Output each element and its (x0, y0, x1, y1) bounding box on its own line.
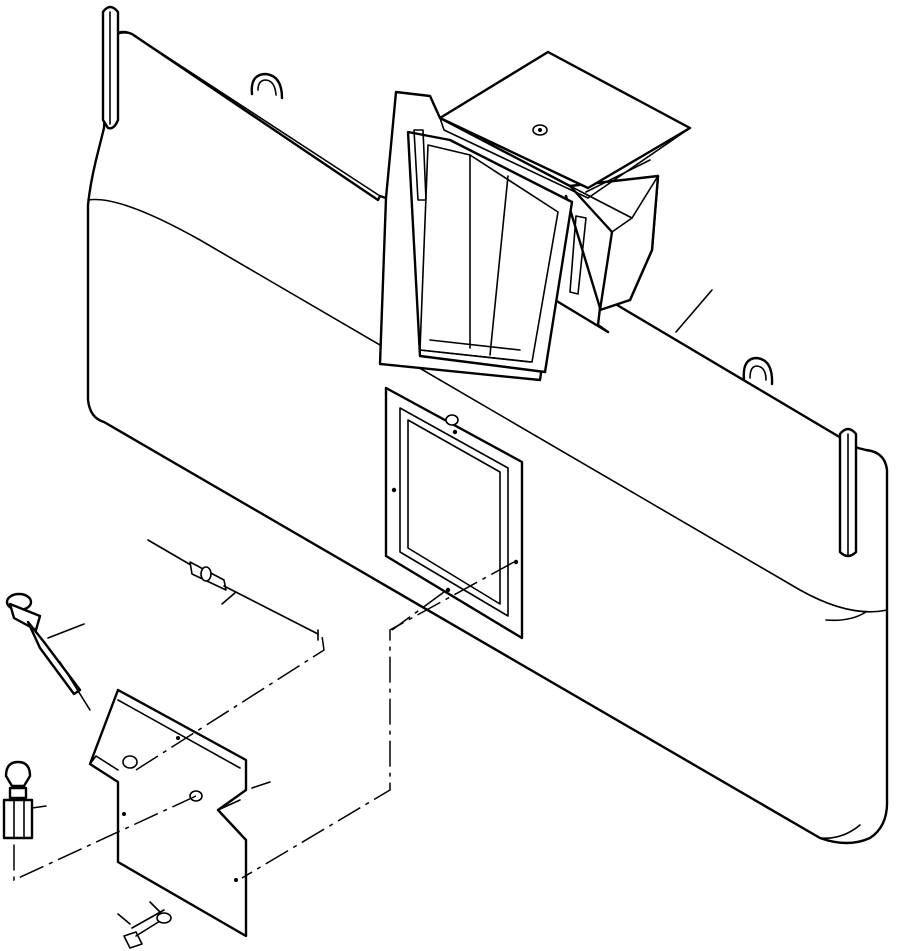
guide-pin-left (101, 5, 120, 130)
center-housing (378, 90, 660, 382)
guide-pin-right (838, 427, 858, 558)
hinged-lid (438, 50, 692, 199)
switch-knob (2, 760, 47, 840)
lifting-eye-right (742, 356, 774, 386)
bolt (117, 909, 169, 949)
washer (149, 901, 172, 924)
leader-line-counterweight (675, 289, 713, 333)
cover-plate (384, 386, 524, 640)
leader-line-bracket (251, 781, 271, 789)
leader-line-washer (149, 901, 161, 913)
leader-line-bolt (117, 913, 131, 925)
cable-knob (5, 592, 91, 711)
control-cable (147, 539, 319, 641)
leader-line-knob (47, 623, 85, 639)
leader-line-cable (221, 591, 237, 605)
lifting-eye-left (250, 72, 284, 100)
assembly-lines (13, 561, 515, 882)
mounting-bracket (88, 688, 271, 938)
leader-line-switch (31, 805, 47, 809)
